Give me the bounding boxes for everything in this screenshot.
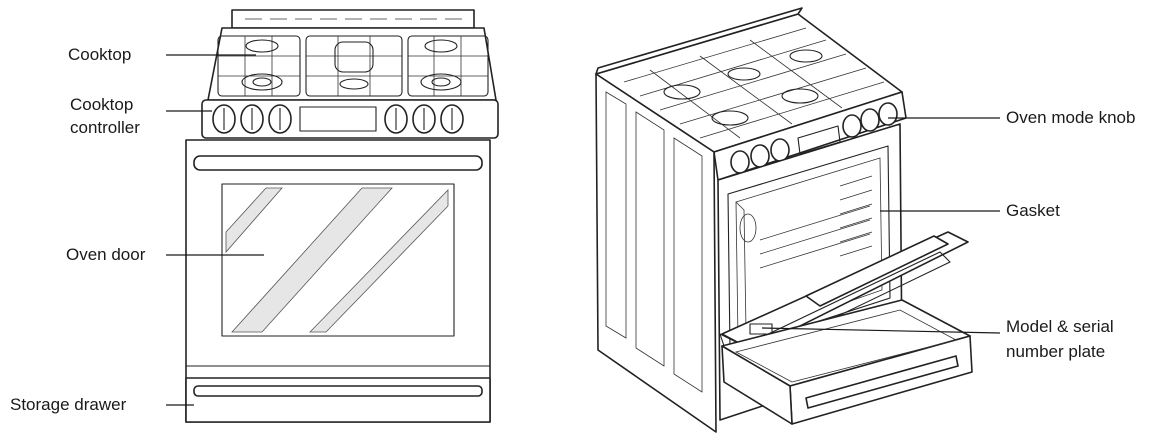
storage-drawer <box>185 377 491 423</box>
window-glare <box>225 187 449 333</box>
label-cooktop-controller-line1: Cooktop <box>70 95 133 114</box>
label-gasket: Gasket <box>880 201 1060 220</box>
range-body <box>185 139 491 423</box>
label-oven-door-text: Oven door <box>66 245 146 264</box>
label-storage-drawer: Storage drawer <box>10 395 194 414</box>
label-cooktop-controller: Cooktop controller <box>70 95 212 137</box>
opened-door-handle <box>805 235 949 307</box>
oven-racks <box>759 175 873 269</box>
label-model-serial-plate: Model & serial number plate <box>761 317 1114 361</box>
burners <box>241 39 462 91</box>
cooktop-grates <box>217 35 489 97</box>
oven-window <box>221 183 455 337</box>
open-drawer-handle <box>805 355 959 409</box>
label-oven-door: Oven door <box>66 245 264 264</box>
drawer-handle <box>193 385 483 397</box>
oven-door-handle <box>193 155 483 171</box>
control-knobs <box>212 104 464 134</box>
label-gasket-text: Gasket <box>1006 201 1060 220</box>
open-range-knobs <box>730 102 898 174</box>
label-oven-mode-knob: Oven mode knob <box>888 108 1135 127</box>
range-front-view <box>185 9 499 423</box>
model-serial-plate <box>749 323 773 335</box>
oven-cavity <box>727 145 891 351</box>
display-panel <box>299 106 377 132</box>
oven-gasket <box>735 157 883 341</box>
range-open-view <box>595 7 973 433</box>
open-range-burners <box>663 49 823 126</box>
oven-mode-knob <box>878 102 898 126</box>
label-cooktop: Cooktop <box>68 45 256 64</box>
label-storage-drawer-text: Storage drawer <box>10 395 127 414</box>
label-oven-mode-knob-text: Oven mode knob <box>1006 108 1135 127</box>
label-cooktop-controller-line2: controller <box>70 118 140 137</box>
label-cooktop-text: Cooktop <box>68 45 131 64</box>
label-model-serial-line2: number plate <box>1006 342 1105 361</box>
label-model-serial-line1: Model & serial <box>1006 317 1114 336</box>
